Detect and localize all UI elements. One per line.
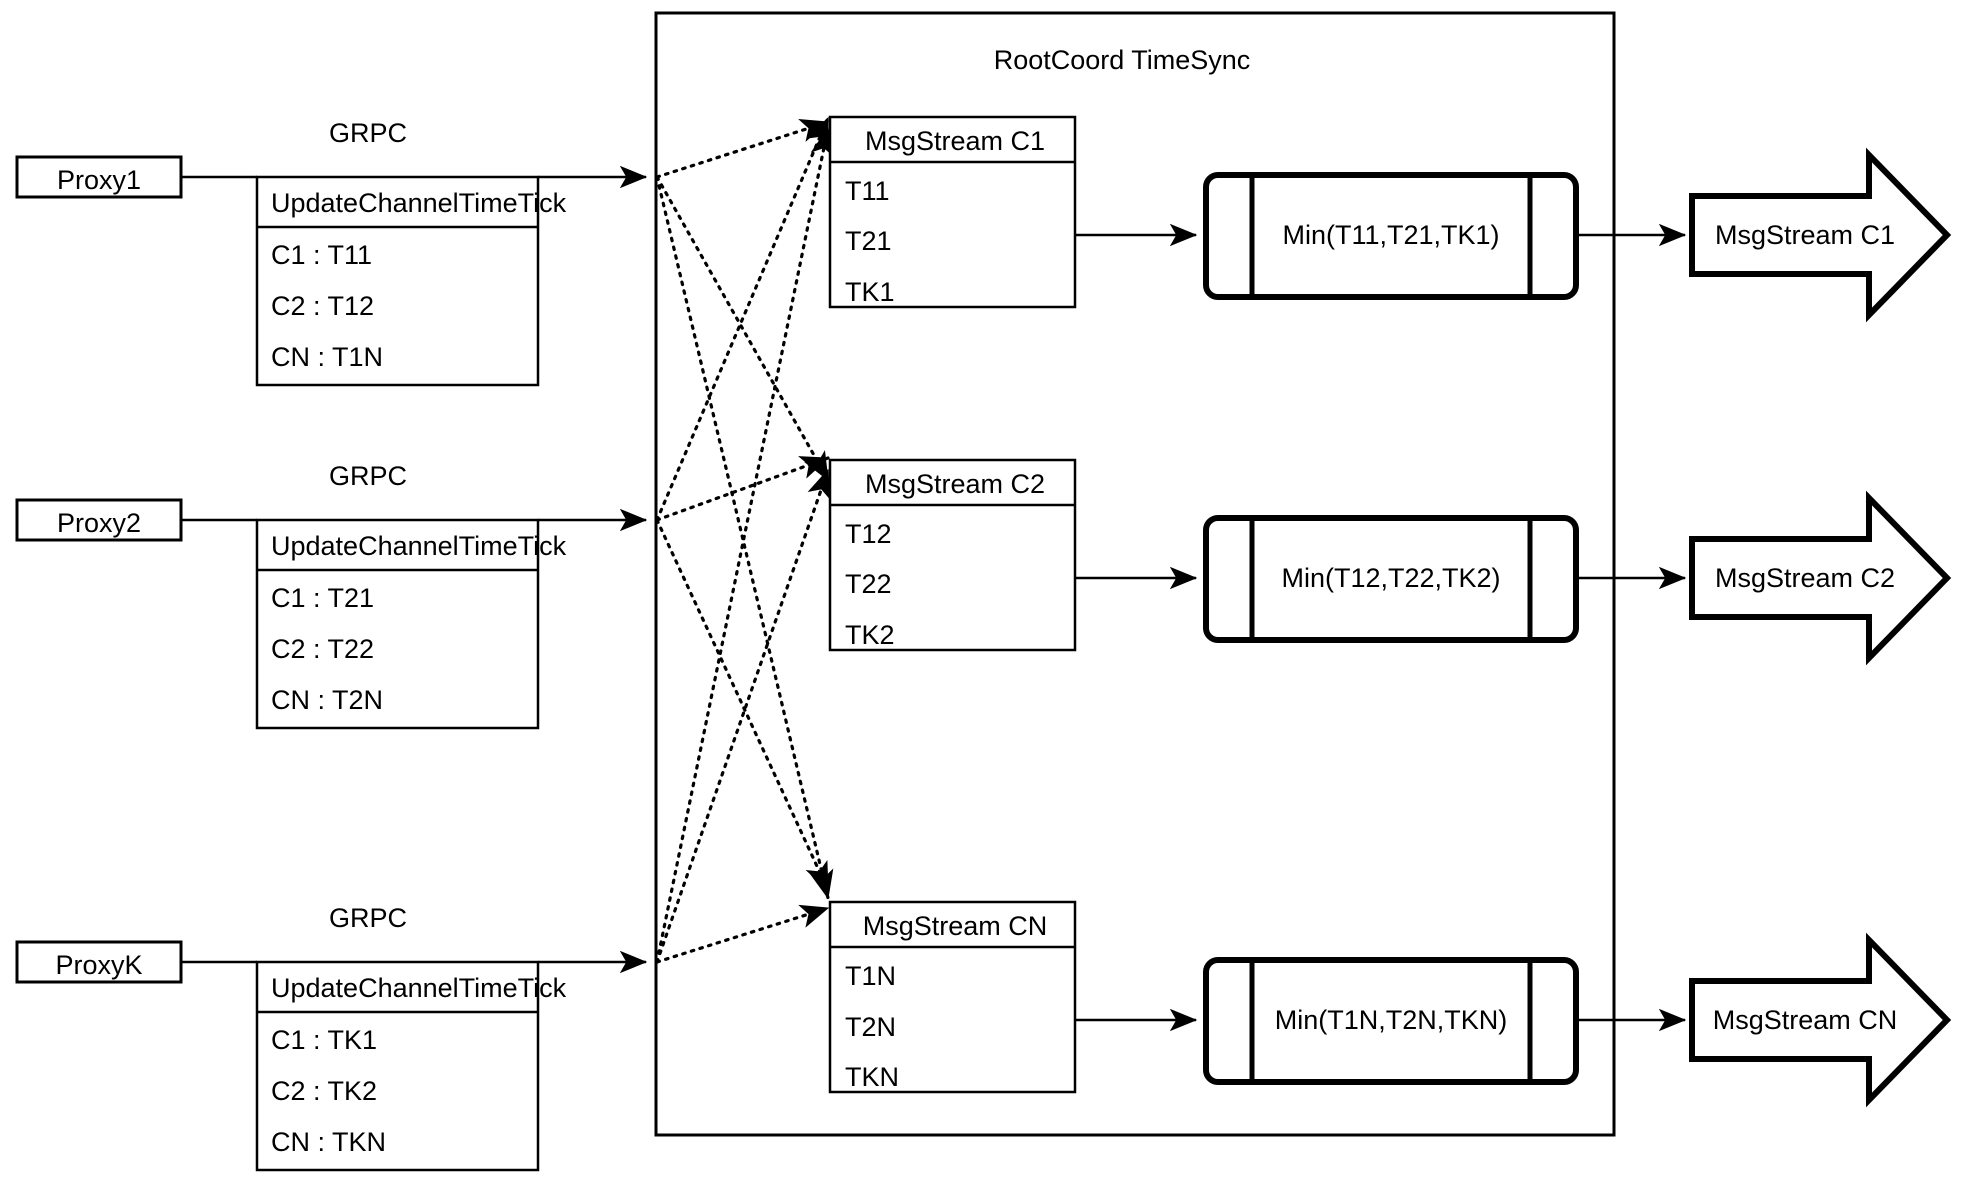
- msgstream-row-1-2: TK1: [845, 277, 895, 307]
- msgstream-row-3-0: T1N: [845, 961, 897, 991]
- rpc-row-3-1: C2 : TK2: [271, 1076, 378, 1106]
- output-label-2: MsgStream C2: [1714, 563, 1896, 593]
- grpc-label-2: GRPC: [328, 461, 408, 491]
- msgstream-row-2-0: T12: [845, 519, 892, 549]
- rpc-row-2-1: C2 : T22: [271, 634, 375, 664]
- rpc-row-3-0: C1 : TK1: [271, 1025, 378, 1055]
- dotted-arrow-p2-c2: [655, 456, 830, 522]
- rpc-row-3-2: CN : TKN: [271, 1127, 387, 1157]
- grpc-label-1: GRPC: [328, 118, 408, 148]
- proxy-label-3[interactable]: ProxyK: [55, 950, 143, 980]
- min-process-label-1: Min(T11,T21,TK1): [1282, 220, 1500, 250]
- rpc-header-1: UpdateChannelTimeTick: [271, 188, 567, 218]
- dotted-arrow-p2-c1: [655, 116, 830, 522]
- dotted-arrow-p1-c2: [655, 175, 830, 482]
- proxy-label-1[interactable]: Proxy1: [56, 165, 142, 195]
- msgstream-row-1-1: T21: [845, 226, 892, 256]
- rpc-row-2-0: C1 : T21: [271, 583, 375, 613]
- dotted-arrow-pk-cn: [655, 904, 830, 964]
- dotted-arrow-pk-c1: [655, 126, 835, 964]
- min-process-label-2: Min(T12,T22,TK2): [1281, 563, 1501, 593]
- dotted-arrow-p1-c1: [655, 119, 830, 179]
- rpc-row-2-2: CN : T2N: [271, 685, 384, 715]
- msgstream-header-1: MsgStream C1: [864, 126, 1046, 156]
- proxy-label-2[interactable]: Proxy2: [56, 508, 142, 538]
- msgstream-header-3: MsgStream CN: [862, 911, 1048, 941]
- rpc-row-1-0: C1 : T11: [271, 240, 373, 270]
- rpc-header-2: UpdateChannelTimeTick: [271, 531, 567, 561]
- msgstream-row-3-1: T2N: [845, 1012, 897, 1042]
- rootcoord-container-title: RootCoord TimeSync: [993, 45, 1251, 75]
- output-label-1: MsgStream C1: [1714, 220, 1896, 250]
- dotted-arrow-p2-cn: [655, 518, 830, 892]
- grpc-label-3: GRPC: [328, 903, 408, 933]
- msgstream-row-3-2: TKN: [845, 1062, 899, 1092]
- rpc-header-3: UpdateChannelTimeTick: [271, 973, 567, 1003]
- min-process-label-3: Min(T1N,T2N,TKN): [1274, 1005, 1508, 1035]
- msgstream-row-2-1: T22: [845, 569, 892, 599]
- dotted-arrow-p1-cn: [655, 175, 834, 900]
- output-label-3: MsgStream CN: [1712, 1005, 1898, 1035]
- rpc-row-1-2: CN : T1N: [271, 342, 384, 372]
- dotted-arrow-pk-c2: [655, 468, 831, 964]
- rpc-row-1-1: C2 : T12: [271, 291, 375, 321]
- msgstream-header-2: MsgStream C2: [864, 469, 1046, 499]
- msgstream-row-1-0: T11: [845, 176, 890, 206]
- msgstream-row-2-2: TK2: [845, 620, 895, 650]
